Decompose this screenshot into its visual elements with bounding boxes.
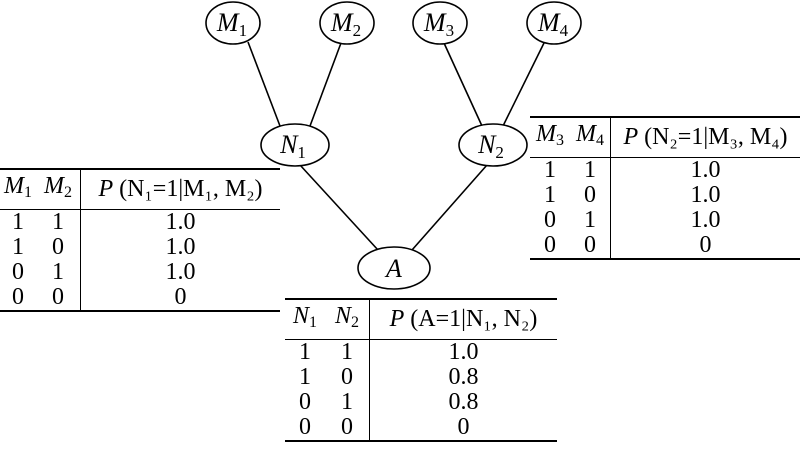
edge-n1-a xyxy=(299,164,379,251)
node-m3: M3 xyxy=(412,1,468,45)
edge-m3-n2 xyxy=(443,42,483,127)
edge-m1-n1 xyxy=(247,41,281,127)
node-m2: M2 xyxy=(319,1,375,45)
svg-text:M4: M4 xyxy=(537,8,569,40)
svg-text:N1: N1 xyxy=(279,130,306,162)
node-m4: M4 xyxy=(526,1,582,45)
edge-m4-n2 xyxy=(502,42,545,127)
node-n1: N1 xyxy=(260,123,330,167)
svg-text:N2: N2 xyxy=(477,130,504,162)
node-m1: M1 xyxy=(205,1,261,45)
node-n2: N2 xyxy=(458,123,528,167)
svg-text:M3: M3 xyxy=(423,8,454,40)
edge-n2-a xyxy=(411,164,488,251)
svg-text:A: A xyxy=(384,254,402,283)
svg-text:M1: M1 xyxy=(216,8,247,40)
svg-text:M2: M2 xyxy=(330,8,361,40)
node-a: A xyxy=(357,246,431,290)
edge-m2-n1 xyxy=(309,42,342,127)
